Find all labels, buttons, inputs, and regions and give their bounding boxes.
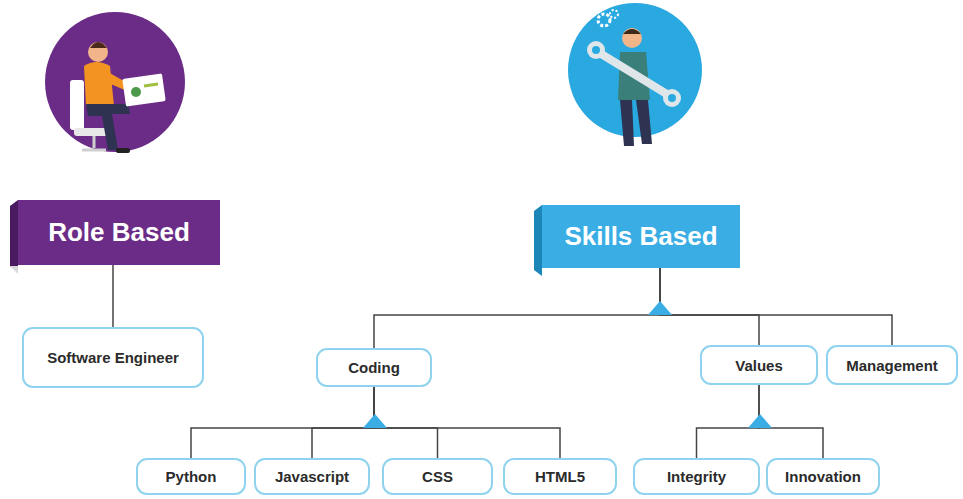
node-label: Role Based — [48, 217, 190, 248]
node-label: Skills Based — [564, 221, 717, 252]
skill-box: Management — [826, 345, 958, 385]
skill-box: HTML5 — [503, 458, 617, 495]
desk-person-figure — [70, 42, 166, 153]
role-icon-circle — [45, 12, 185, 152]
tree-connector — [191, 387, 374, 458]
skill-box: Python — [136, 458, 246, 495]
skill-box: CSS — [382, 458, 493, 495]
branch-triangle — [648, 301, 672, 315]
skill-box: Values — [700, 345, 818, 385]
node-label: Innovation — [785, 468, 861, 485]
node-label: Integrity — [667, 468, 726, 485]
node-label: Coding — [348, 359, 400, 376]
wrench-person-figure — [587, 10, 681, 146]
node-label: Values — [735, 357, 783, 374]
node-label: HTML5 — [535, 468, 585, 485]
skill-box: Innovation — [766, 458, 880, 495]
skills-icon-circle — [568, 3, 702, 137]
skill-box: Coding — [316, 348, 432, 387]
category-banner: Role Based — [18, 200, 220, 265]
skill-box: Javascript — [254, 458, 370, 495]
node-label: CSS — [422, 468, 453, 485]
tree-connector — [312, 387, 374, 458]
tree-connector — [374, 387, 438, 458]
ribbon-fold — [10, 200, 18, 272]
tree-connector — [374, 268, 660, 348]
branch-triangle — [748, 414, 772, 428]
branch-triangle — [363, 414, 387, 428]
node-label: Management — [846, 357, 938, 374]
tree-connector — [759, 385, 823, 458]
skill-box: Software Engineer — [22, 327, 204, 388]
tree-connector — [112, 265, 114, 327]
tree-connector — [374, 387, 560, 458]
node-label: Python — [166, 468, 217, 485]
ribbon-fold — [534, 205, 542, 276]
tree-connector — [697, 385, 760, 458]
node-label: Software Engineer — [47, 349, 179, 366]
node-label: Javascript — [275, 468, 349, 485]
tree-connector — [660, 268, 892, 345]
tree-connector — [660, 268, 759, 345]
category-banner: Skills Based — [542, 205, 740, 268]
ribbon-shadow — [10, 266, 18, 274]
skill-box: Integrity — [633, 458, 760, 495]
